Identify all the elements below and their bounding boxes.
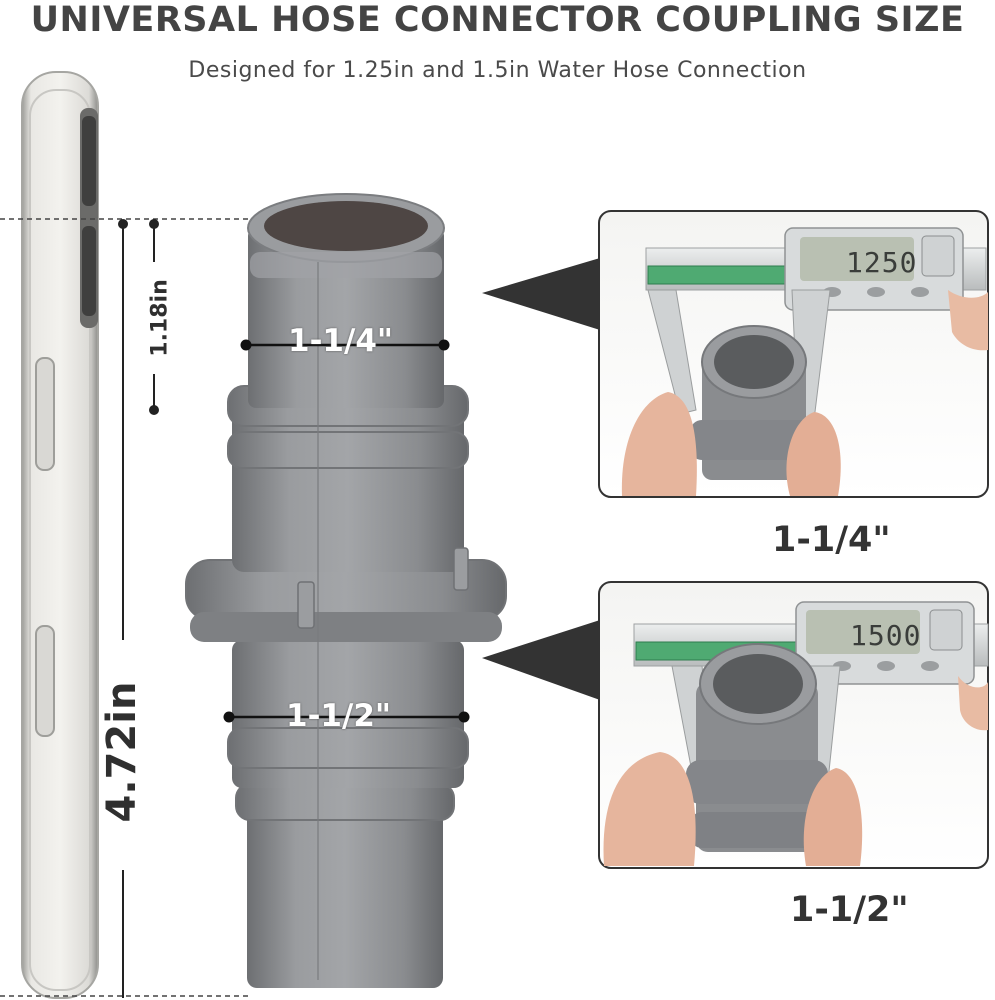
measurement-photo-bottom <box>598 581 989 869</box>
caliper-readout-bottom: 1500 <box>850 619 922 652</box>
lower-diameter-label: 1-1/2" <box>286 698 392 734</box>
pointer-bottom <box>482 620 600 700</box>
upper-height-label: 1.18in <box>147 279 173 357</box>
caliper-readout-top: 1250 <box>846 246 918 279</box>
photo-caption-bottom: 1-1/2" <box>790 890 909 930</box>
hose-coupling <box>185 193 507 988</box>
pointer-top <box>482 258 600 330</box>
phone-silhouette <box>21 71 99 999</box>
photo-caption-top: 1-1/4" <box>772 520 891 560</box>
page-title: UNIVERSAL HOSE CONNECTOR COUPLING SIZE <box>30 0 965 40</box>
total-height-label: 4.72in <box>99 681 145 823</box>
page-subtitle: Designed for 1.25in and 1.5in Water Hose… <box>188 58 807 83</box>
upper-diameter-label: 1-1/4" <box>288 323 394 359</box>
measurement-photo-top <box>598 210 989 498</box>
